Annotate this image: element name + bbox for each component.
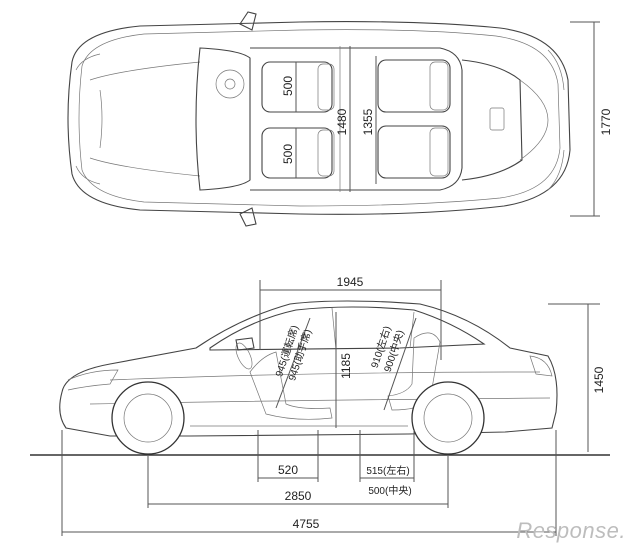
dim-overall-length: 4755 [293, 517, 320, 531]
front-wheel [111, 381, 185, 455]
dim-rear-seat-depth-center: 500(中央) [368, 484, 411, 497]
top-view-car [67, 11, 571, 227]
dim-overall-height: 1450 [592, 366, 606, 393]
rear-wheel [411, 381, 485, 455]
dim-interior-height: 1185 [339, 353, 353, 379]
dim-overall-width: 1770 [599, 108, 613, 135]
dim-front-seat-depth: 520 [278, 463, 298, 477]
dim-wheelbase: 2850 [285, 489, 312, 503]
top-view-dimensions [295, 21, 600, 217]
dim-front-seat-width-lower: 500 [281, 144, 295, 164]
dim-rear-interior-width: 1355 [361, 108, 375, 135]
dim-rear-seat-depth-side: 515(左右) [366, 464, 409, 477]
side-view-car [59, 300, 558, 437]
dim-front-seat-width-upper: 500 [281, 76, 295, 96]
watermark-logo: Response. [516, 518, 626, 543]
dim-interior-length: 1945 [337, 275, 364, 289]
side-view-dimensions [61, 280, 600, 536]
dim-interior-width: 1480 [335, 108, 349, 135]
